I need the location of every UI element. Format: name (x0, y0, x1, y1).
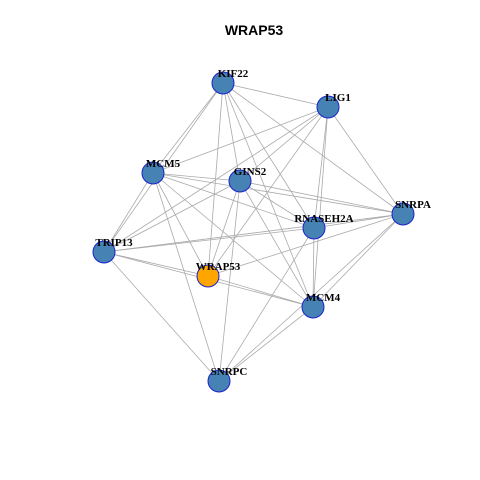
node-label-snrpa: SNRPA (395, 199, 431, 211)
edge-kif22-mcm4 (222, 82, 314, 308)
edge-lig1-mcm5 (152, 106, 329, 174)
edge-gins2-rnaseh2a (239, 180, 315, 229)
node-label-mcm5: MCM5 (146, 158, 181, 170)
edge-snrpa-mcm4 (312, 213, 404, 308)
node-label-lig1: LIG1 (325, 92, 351, 104)
node-wrap53[interactable] (196, 264, 220, 288)
edge-mcm5-mcm4 (152, 172, 314, 308)
node-snrpa[interactable] (391, 202, 415, 226)
edge-kif22-lig1 (222, 82, 329, 108)
edge-mcm4-snrpc (218, 306, 314, 382)
node-label-rnaseh2a: RNASEH2A (294, 213, 353, 225)
edge-lig1-rnaseh2a (313, 106, 329, 229)
edge-rnaseh2a-mcm4 (312, 227, 315, 308)
edge-gins2-mcm4 (239, 180, 314, 308)
edge-mcm5-snrpc (152, 172, 220, 382)
edge-mcm5-gins2 (152, 172, 241, 182)
node-label-kif22: KIF22 (218, 68, 249, 80)
edge-kif22-gins2 (222, 82, 241, 182)
node-rnaseh2a[interactable] (302, 216, 326, 240)
edge-mcm5-trip13 (103, 172, 154, 253)
edge-snrpa-trip13 (103, 213, 404, 253)
edges-layer (103, 82, 404, 382)
node-snrpc[interactable] (207, 369, 231, 393)
node-mcm4[interactable] (301, 295, 325, 319)
edge-kif22-snrpa (222, 82, 404, 215)
edge-gins2-wrap53 (207, 180, 241, 277)
edge-mcm5-snrpa (152, 172, 404, 215)
nodes-layer (92, 71, 415, 393)
edge-lig1-snrpa (327, 106, 404, 215)
graph-title: WRAP53 (225, 22, 284, 38)
node-label-mcm4: MCM4 (306, 292, 341, 304)
edge-lig1-gins2 (239, 106, 329, 182)
edge-gins2-snrpa (239, 180, 404, 215)
edge-kif22-rnaseh2a (222, 82, 315, 229)
edge-trip13-wrap53 (103, 251, 209, 277)
edge-rnaseh2a-trip13 (103, 227, 315, 253)
node-trip13[interactable] (92, 240, 116, 264)
edge-kif22-trip13 (103, 82, 224, 253)
edge-gins2-trip13 (103, 180, 241, 253)
edge-trip13-snrpc (103, 251, 220, 382)
edge-rnaseh2a-snrpc (218, 227, 315, 382)
node-label-gins2: GINS2 (234, 166, 267, 178)
node-lig1[interactable] (316, 95, 340, 119)
edge-gins2-snrpc (218, 180, 241, 382)
edge-wrap53-mcm4 (207, 275, 314, 308)
node-label-trip13: TRIP13 (95, 237, 133, 249)
edge-lig1-trip13 (103, 106, 329, 253)
edge-snrpa-rnaseh2a (313, 213, 404, 229)
edge-lig1-mcm4 (312, 106, 329, 308)
node-mcm5[interactable] (141, 161, 165, 185)
node-kif22[interactable] (211, 71, 235, 95)
node-gins2[interactable] (228, 169, 252, 193)
node-label-wrap53: WRAP53 (196, 261, 241, 273)
edge-snrpa-wrap53 (207, 213, 404, 277)
edge-mcm5-wrap53 (152, 172, 209, 277)
node-label-snrpc: SNRPC (211, 366, 248, 378)
edge-kif22-mcm5 (152, 82, 224, 174)
